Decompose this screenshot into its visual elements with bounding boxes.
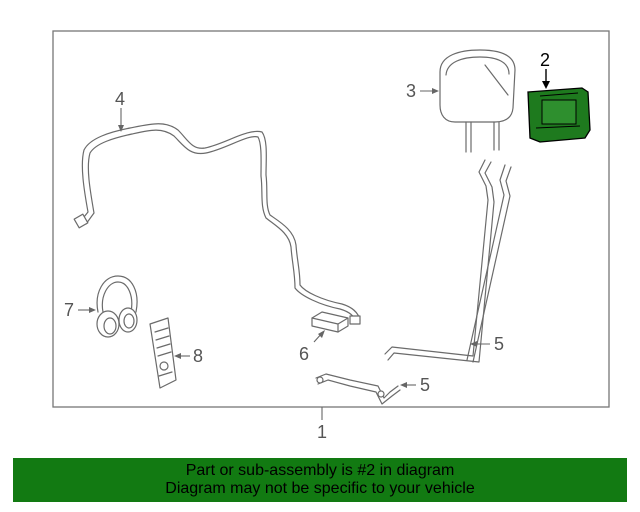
part-5-seat-wiring-lower <box>315 373 401 405</box>
callout-1: 1 <box>317 422 327 442</box>
callout-5b: 5 <box>420 375 430 395</box>
callout-7: 7 <box>64 300 74 320</box>
callout-3: 3 <box>406 81 416 101</box>
part-3-headrest <box>439 49 516 153</box>
banner-line-1: Part or sub-assembly is #2 in diagram <box>185 462 455 479</box>
callout-4: 4 <box>115 89 125 109</box>
part-5-seat-wiring-upper <box>384 159 512 363</box>
part-6-control-module <box>311 311 349 333</box>
diagram-frame <box>52 30 610 408</box>
part-4-wiring-harness <box>73 123 361 325</box>
part-8-remote-control <box>149 317 177 389</box>
part-info-banner: Part or sub-assembly is #2 in diagram Di… <box>13 458 627 502</box>
callout-5a: 5 <box>494 334 504 354</box>
banner-line-2: Diagram may not be specific to your vehi… <box>165 480 475 497</box>
part-7-wireless-headphones <box>96 275 138 338</box>
part-2-headrest-monitor <box>527 87 591 143</box>
callout-2: 2 <box>540 50 550 70</box>
callout-6: 6 <box>299 344 309 364</box>
callout-8: 8 <box>193 346 203 366</box>
